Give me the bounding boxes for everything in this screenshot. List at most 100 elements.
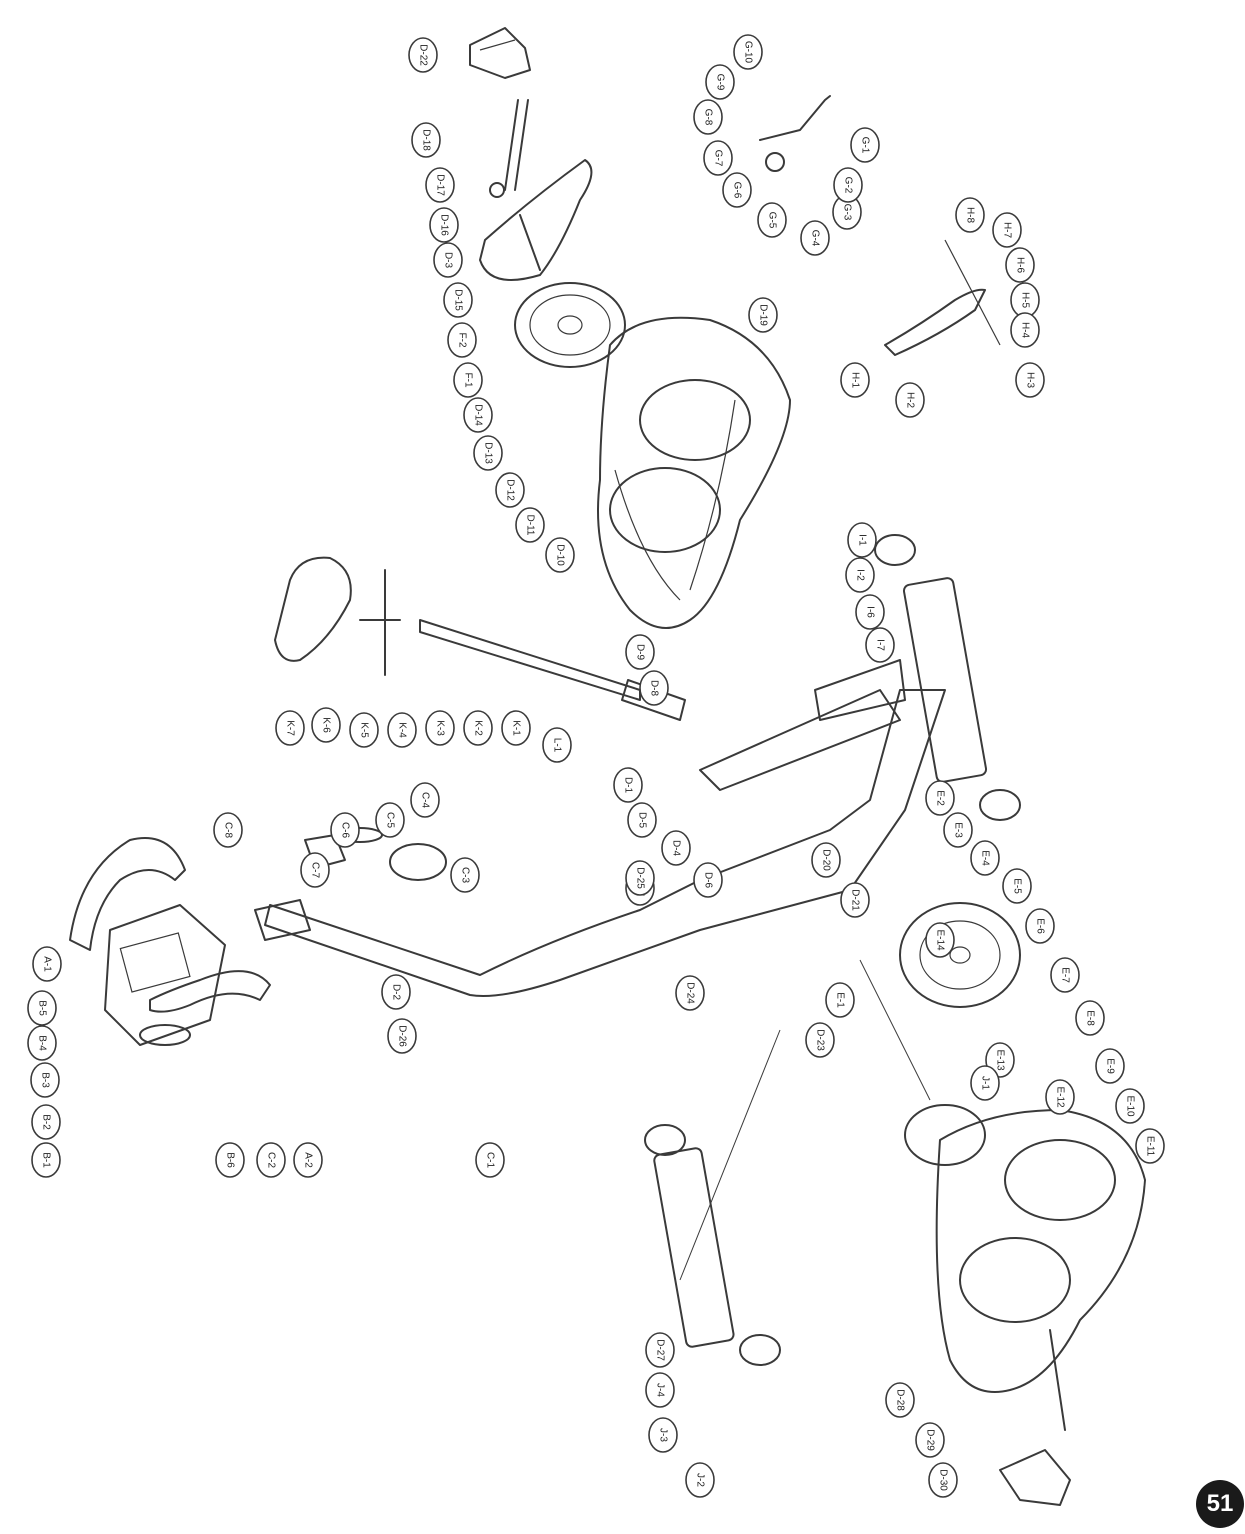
callout-circle [648, 1417, 678, 1453]
callout-circle [300, 852, 330, 888]
callout-g-1: G-1 [850, 127, 880, 163]
callout-label: D-22 [418, 44, 429, 66]
callout-e-6: E-6 [1025, 908, 1055, 944]
callout-label: I-7 [875, 639, 886, 651]
callout-label: E-2 [935, 790, 946, 806]
callout-label: F-2 [457, 333, 468, 348]
callout-d-3: D-3 [433, 242, 463, 278]
callout-c-4: C-4 [410, 782, 440, 818]
callout-circle [845, 557, 875, 593]
callout-label: B-1 [41, 1152, 52, 1168]
callout-label: G-1 [860, 137, 871, 154]
callout-circle [215, 1142, 245, 1178]
callout-i-6: I-6 [855, 594, 885, 630]
callout-label: C-2 [266, 1152, 277, 1169]
callout-label: E-12 [1055, 1086, 1066, 1108]
callout-a-2: A-2 [293, 1142, 323, 1178]
callout-label: J-4 [655, 1383, 666, 1397]
callout-label: G-4 [810, 230, 821, 247]
callout-label: D-10 [555, 544, 566, 566]
callout-d-28: D-28 [885, 1382, 915, 1418]
page-number-badge: 51 [1196, 1480, 1244, 1528]
callout-circle [627, 802, 657, 838]
callout-label: H-3 [1025, 372, 1036, 389]
callout-label: D-1 [623, 777, 634, 794]
callout-label: E-5 [1012, 878, 1023, 894]
callout-circle [722, 172, 752, 208]
callout-label: D-14 [473, 404, 484, 426]
callout-circle [943, 812, 973, 848]
callout-circle [27, 990, 57, 1026]
callout-circle [31, 1142, 61, 1178]
callout-g-7: G-7 [703, 140, 733, 176]
callout-c-6: C-6 [330, 812, 360, 848]
callout-b-4: B-4 [27, 1025, 57, 1061]
callout-label: D-26 [397, 1025, 408, 1047]
callout-d-5: D-5 [627, 802, 657, 838]
callout-circle [1075, 1000, 1105, 1036]
callout-f-2: F-2 [447, 322, 477, 358]
callout-e-12: E-12 [1045, 1079, 1075, 1115]
callout-j-3: J-3 [648, 1417, 678, 1453]
callout-label: C-8 [223, 822, 234, 839]
callout-c-5: C-5 [375, 802, 405, 838]
callout-h-4: H-4 [1010, 312, 1040, 348]
callout-label: E-11 [1145, 1136, 1156, 1157]
callout-label: G-7 [713, 150, 724, 167]
callout-k-2: K-2 [463, 710, 493, 746]
callout-label: D-19 [758, 304, 769, 326]
callout-label: K-4 [397, 722, 408, 738]
callout-label: A-1 [42, 956, 53, 972]
callout-label: G-6 [732, 182, 743, 199]
callout-d-17: D-17 [425, 167, 455, 203]
callout-label: D-21 [850, 889, 861, 911]
part-callouts: D-22D-18D-17D-16D-3D-15F-2F-1D-14D-13D-1… [27, 34, 1165, 1498]
callout-label: K-5 [359, 722, 370, 738]
callout-d-15: D-15 [443, 282, 473, 318]
callout-label: J-2 [695, 1473, 706, 1487]
callout-label: C-1 [485, 1152, 496, 1169]
callout-circle [330, 812, 360, 848]
callout-circle [411, 122, 441, 158]
callout-d-11: D-11 [515, 507, 545, 543]
callout-g-2: G-2 [833, 167, 863, 203]
callout-d-30: D-30 [928, 1462, 958, 1498]
callout-d-25: D-25 [625, 860, 655, 896]
callout-label: E-13 [995, 1049, 1006, 1071]
callout-d-18: D-18 [411, 122, 441, 158]
callout-circle [1135, 1128, 1165, 1164]
callout-label: A-2 [303, 1152, 314, 1168]
callout-label: J-1 [980, 1076, 991, 1090]
callout-label: E-9 [1105, 1058, 1116, 1074]
callout-e-1: E-1 [825, 982, 855, 1018]
callout-c-2: C-2 [256, 1142, 286, 1178]
callout-label: B-6 [225, 1152, 236, 1168]
callout-g-10: G-10 [733, 34, 763, 70]
callout-label: D-25 [635, 867, 646, 889]
callout-d-2: D-2 [381, 974, 411, 1010]
callout-label: D-15 [453, 289, 464, 311]
callout-label: B-3 [40, 1072, 51, 1088]
callout-d-29: D-29 [915, 1422, 945, 1458]
callout-label: K-6 [321, 717, 332, 733]
callout-e-3: E-3 [943, 812, 973, 848]
callout-d-21: D-21 [840, 882, 870, 918]
callout-label: E-4 [980, 850, 991, 866]
callout-b-3: B-3 [30, 1062, 60, 1098]
callout-label: D-6 [703, 872, 714, 889]
callout-circle [825, 982, 855, 1018]
callout-label: D-9 [635, 644, 646, 661]
callout-circle [450, 857, 480, 893]
callout-circle [885, 1382, 915, 1418]
callout-d-6: D-6 [693, 862, 723, 898]
callout-label: H-4 [1020, 322, 1031, 339]
callout-circle [613, 767, 643, 803]
callout-c-7: C-7 [300, 852, 330, 888]
callout-d-9: D-9 [625, 634, 655, 670]
callout-circle [915, 1422, 945, 1458]
callout-b-2: B-2 [31, 1104, 61, 1140]
callout-g-6: G-6 [722, 172, 752, 208]
callout-d-10: D-10 [545, 537, 575, 573]
callout-g-4: G-4 [800, 220, 830, 256]
callout-e-5: E-5 [1002, 868, 1032, 904]
